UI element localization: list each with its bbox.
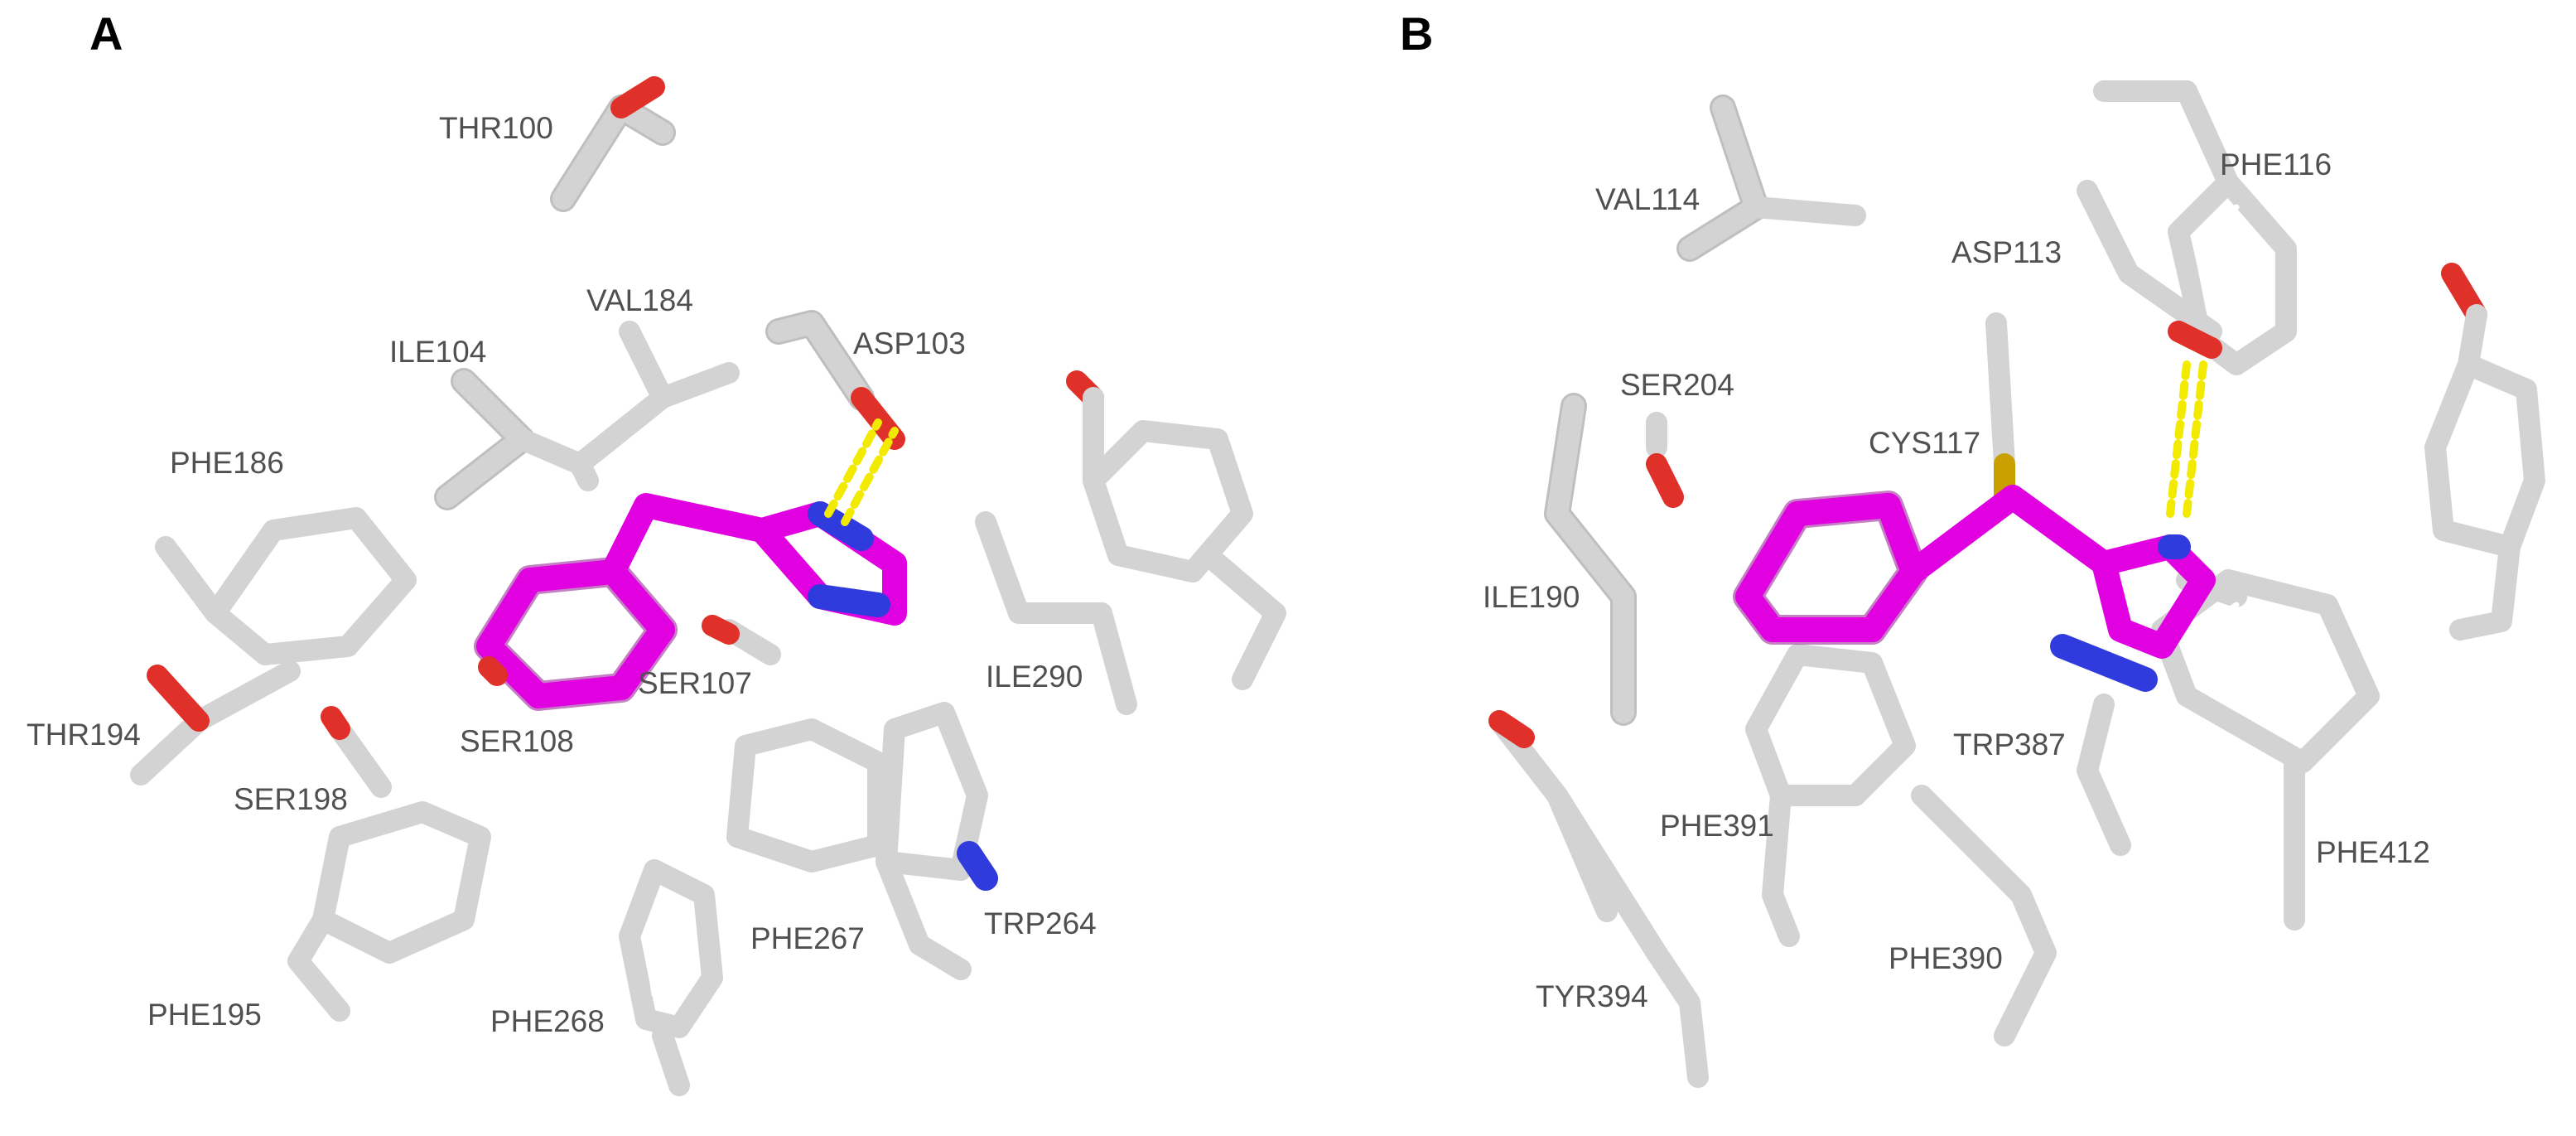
residue-label: ILE190 [1483,580,1580,614]
residue-label: PHE412 [2316,835,2430,869]
residue-label: SER198 [234,782,348,816]
residue-label: VAL184 [586,283,693,317]
residue-label: THR194 [27,718,141,752]
residue-label: SER204 [1620,368,1734,402]
panel-a-structure [130,76,1286,1096]
residue-label: PHE268 [490,1004,605,1038]
residue-label: PHE195 [147,998,262,1032]
panel-b-label: B [1400,7,1434,60]
residue-label: PHE390 [1889,941,2003,975]
residue-label: ASP103 [853,326,966,360]
residue-label: PHE391 [1660,809,1774,843]
residue-label: CYS117 [1869,426,1981,460]
residue-label: PHE186 [170,446,284,480]
residue-label: ASP113 [1951,235,2062,269]
residue-label: SER107 [638,666,752,700]
residue-label: TYR394 [1536,979,1648,1013]
residue-label: PHE267 [750,921,865,955]
residue-label: VAL114 [1595,182,1700,216]
residue-label: PHE116 [2220,147,2332,181]
residue-label: SER108 [460,724,574,758]
residue-label: TRP264 [984,906,1097,940]
residue-label: ILE290 [986,660,1083,694]
residue-label: THR100 [439,111,553,145]
residue-label: ILE104 [389,335,487,369]
panel-a-label: A [89,7,123,60]
residue-label: TRP387 [1953,728,2066,761]
panel-b-structure [1488,80,2545,1088]
